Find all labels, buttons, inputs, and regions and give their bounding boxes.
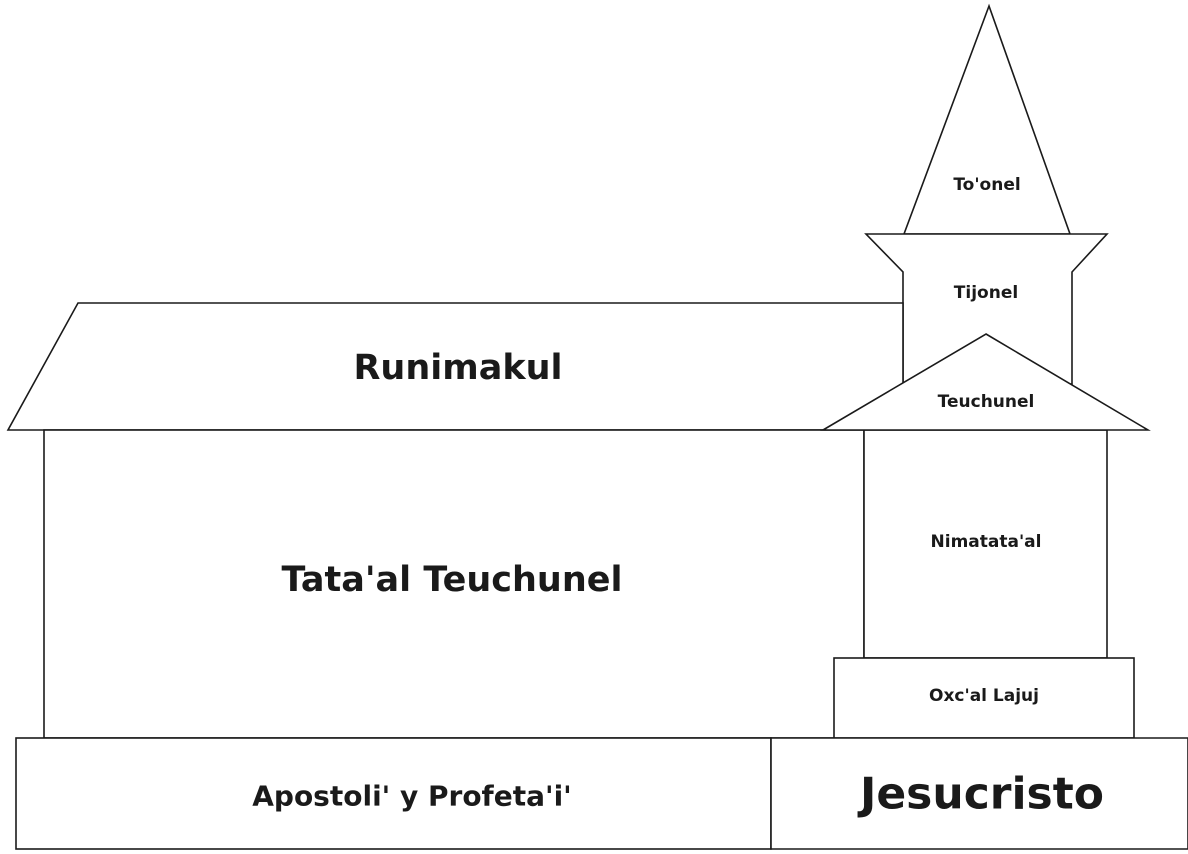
- main-roof-label: Runimakul: [353, 348, 562, 388]
- spire-shape: [902, 3, 1072, 235]
- foundation-right-label: Jesucristo: [857, 769, 1104, 820]
- main-hall-shape: [43, 429, 865, 739]
- tower-base-label: Oxc'al Lajuj: [929, 686, 1039, 706]
- belfry-shape: [864, 233, 1109, 385]
- spire-label: To'onel: [953, 175, 1020, 195]
- main-hall-label: Tata'al Teuchunel: [282, 560, 623, 600]
- foundation-left-shape: [15, 737, 772, 850]
- belfry-label: Tijonel: [954, 283, 1018, 303]
- tower-body-label: Nimatata'al: [931, 532, 1042, 552]
- foundation-right-shape: [770, 737, 1188, 850]
- foundation-left-label: Apostoli' y Profeta'i': [252, 780, 572, 813]
- tower-roof-label: Teuchunel: [938, 392, 1035, 412]
- tower-roof-shape: [820, 333, 1151, 431]
